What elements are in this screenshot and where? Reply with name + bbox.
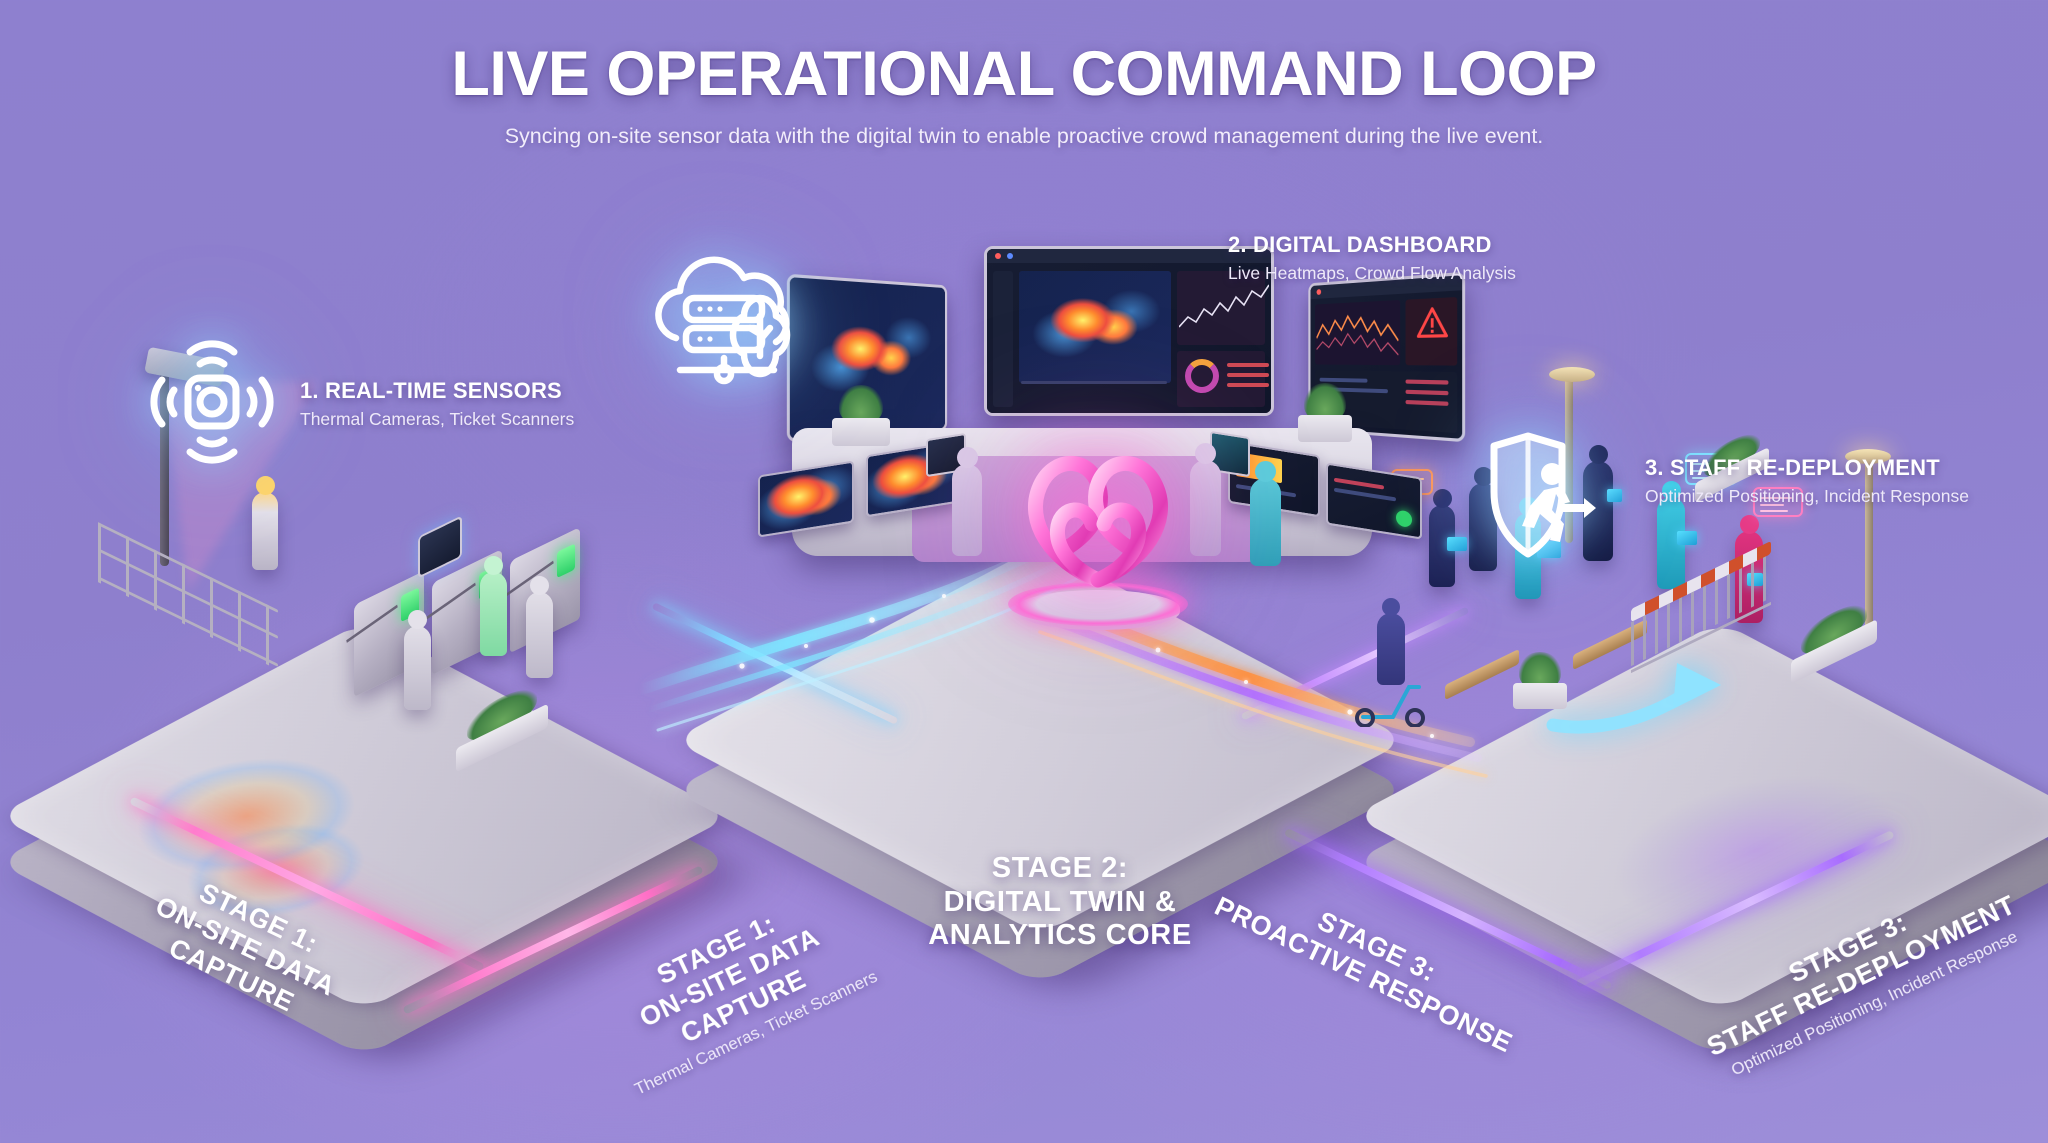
cloud-server-brain-icon	[655, 256, 791, 385]
callout-real-time-sensors: 1. REAL-TIME SENSORS Thermal Cameras, Ti…	[300, 378, 574, 430]
callout-sensors-subtitle: Thermal Cameras, Ticket Scanners	[300, 409, 575, 429]
street-lamp-pole-2	[1865, 457, 1873, 641]
sensor-waves-icon	[150, 340, 274, 464]
shield-running-person-icon	[1490, 432, 1596, 558]
handheld-tablet-1[interactable]	[1447, 537, 1467, 551]
callout-dashboard-subtitle: Live Heatmaps, Crowd Flow Analysis	[1228, 263, 1516, 283]
staff-figure-2	[1469, 467, 1497, 571]
planter-stage3-front	[1513, 651, 1567, 709]
page-title: LIVE OPERATIONAL COMMAND LOOP	[451, 39, 1597, 109]
callout-digital-dashboard: 2. DIGITAL DASHBOARD Live Heatmaps, Crow…	[1228, 232, 1516, 284]
callout-staff-title: 3. STAFF RE-DEPLOYMENT	[1645, 455, 1940, 480]
digital-twin-sculpture	[1028, 455, 1168, 588]
stage-label-2: STAGE 2: DIGITAL TWIN & ANALYTICS CORE	[870, 852, 1250, 953]
planter-stage2-left	[832, 384, 890, 446]
planter-stage3-right	[1791, 592, 1877, 684]
camera-pole	[160, 370, 169, 566]
header: LIVE OPERATIONAL COMMAND LOOP Syncing on…	[0, 38, 2048, 149]
visitor-figure-thermal	[252, 476, 278, 570]
stage2-line2: DIGITAL TWIN &	[943, 885, 1177, 918]
ticket-scanner-kiosk[interactable]	[418, 515, 462, 579]
stage2-line1: STAGE 2:	[991, 852, 1129, 884]
operator-figure-1	[952, 447, 982, 556]
bench-1	[1445, 648, 1519, 701]
street-lamp-head-2	[1845, 449, 1891, 464]
stage2-line3: ANALYTICS CORE	[928, 919, 1192, 952]
planter-box-stage1	[456, 676, 548, 773]
callout-staff-redeployment: 3. STAFF RE-DEPLOYMENT Optimized Positio…	[1645, 455, 1969, 507]
visitor-figure-2	[526, 576, 553, 678]
alert-warning-icon	[1416, 306, 1448, 338]
operator-figure-2	[1190, 443, 1221, 556]
visitor-figure-1	[404, 610, 431, 710]
handheld-tablet-4[interactable]	[1677, 531, 1697, 545]
stage1-scene	[98, 346, 710, 780]
operator-figure-3	[1250, 461, 1281, 566]
callout-sensors-title: 1. REAL-TIME SENSORS	[300, 378, 562, 403]
e-scooter-icon	[1355, 685, 1425, 727]
comms-bubble-dispatch	[1753, 487, 1803, 517]
callout-staff-subtitle: Optimized Positioning, Incident Response	[1645, 486, 1969, 506]
street-lamp-pole-1	[1565, 375, 1573, 543]
route-direction-arrow	[1546, 663, 1721, 734]
page-subtitle: Syncing on-site sensor data with the dig…	[504, 124, 1544, 148]
street-lamp-head-1	[1549, 367, 1595, 382]
visitor-figure-3	[480, 556, 507, 656]
planter-stage2-right	[1298, 382, 1352, 442]
callout-dashboard-title: 2. DIGITAL DASHBOARD	[1228, 232, 1492, 257]
wall-monitor-dashboard-center[interactable]	[984, 246, 1274, 416]
handheld-tablet-3[interactable]	[1607, 489, 1622, 502]
